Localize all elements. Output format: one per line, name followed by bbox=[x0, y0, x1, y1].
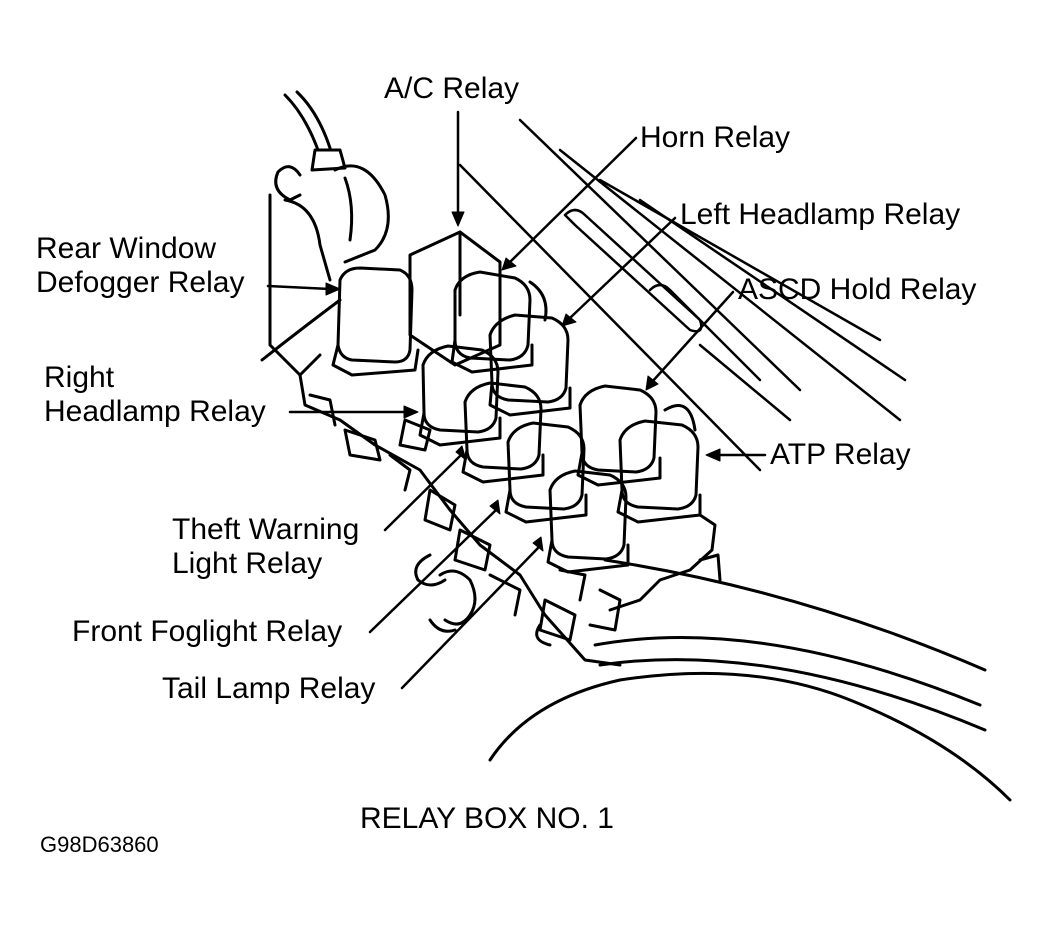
leader-rear-defogger bbox=[266, 284, 332, 291]
label-ac-relay: A/C Relay bbox=[384, 72, 520, 105]
leader-horn bbox=[508, 136, 638, 264]
leader-lines bbox=[266, 110, 767, 690]
label-tail-lamp-relay: Tail Lamp Relay bbox=[162, 672, 376, 705]
leader-tail-lamp bbox=[400, 546, 540, 690]
label-right-headlamp-line1: Right bbox=[44, 361, 115, 394]
relay-box-housing bbox=[298, 353, 722, 667]
label-front-foglight-relay: Front Foglight Relay bbox=[72, 615, 343, 648]
label-left-headlamp-relay: Left Headlamp Relay bbox=[680, 198, 961, 231]
relay-horn bbox=[450, 270, 548, 374]
relay-atp bbox=[616, 419, 702, 524]
label-theft-warning-line1: Theft Warning bbox=[172, 513, 360, 546]
figure-code: G98D63860 bbox=[40, 832, 159, 857]
label-right-headlamp-line2: Headlamp Relay bbox=[44, 395, 266, 428]
label-rear-window-defogger-line1: Rear Window bbox=[36, 232, 217, 265]
label-horn-relay: Horn Relay bbox=[640, 121, 791, 154]
label-ascd-hold-relay: ASCD Hold Relay bbox=[738, 273, 977, 306]
relay-left-headlamp bbox=[488, 313, 572, 417]
wire-harness bbox=[414, 553, 1012, 802]
background-panel-lines bbox=[458, 118, 907, 472]
relay-ascd-hold bbox=[576, 384, 697, 487]
diagram-caption: RELAY BOX NO. 1 bbox=[360, 802, 614, 835]
relay-rear-window-defogger bbox=[331, 266, 420, 377]
cable-connector bbox=[260, 90, 390, 377]
label-theft-warning-line2: Light Relay bbox=[172, 547, 323, 580]
label-atp-relay: ATP Relay bbox=[770, 438, 911, 471]
leader-theft bbox=[383, 454, 462, 532]
relay-front-foglight bbox=[504, 421, 588, 524]
leader-left-headlamp bbox=[568, 216, 677, 320]
leader-arrowheads bbox=[325, 211, 721, 552]
relay-tail-lamp bbox=[546, 469, 630, 574]
label-rear-window-defogger-line2: Defogger Relay bbox=[36, 266, 245, 299]
relay-right-headlamp bbox=[418, 344, 502, 447]
leader-ascd bbox=[650, 290, 735, 384]
relay-theft-warning-light bbox=[461, 381, 545, 484]
leader-foglight bbox=[368, 509, 497, 634]
